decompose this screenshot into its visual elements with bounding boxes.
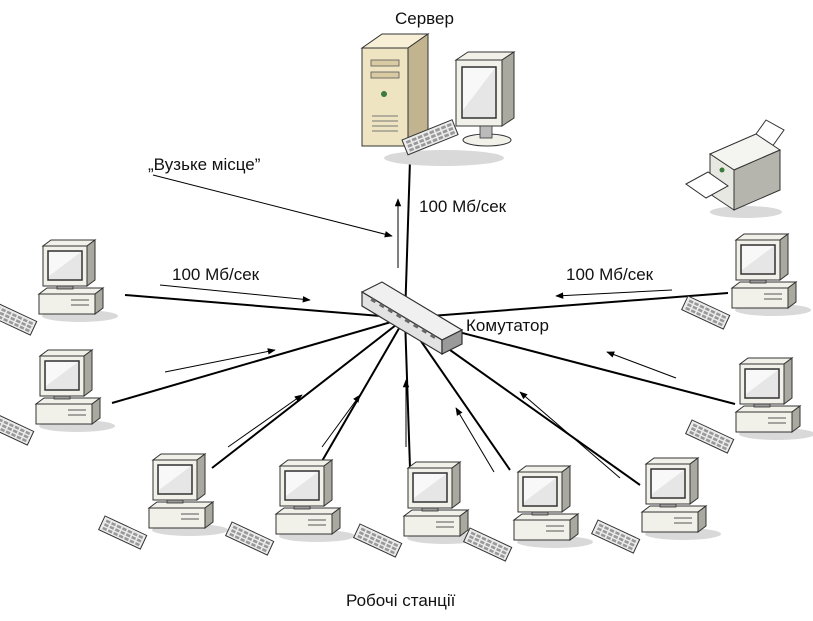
- workstations-label: Робочі станції: [346, 591, 456, 610]
- workstation-link: [404, 317, 411, 469]
- workstation-link: [111, 317, 406, 404]
- traffic-arrow: [455, 407, 495, 473]
- workstation-link: [211, 317, 406, 469]
- server: [360, 33, 516, 166]
- traffic-arrow: [227, 394, 303, 448]
- traffic-arrow: [519, 391, 621, 479]
- traffic-arrows: [152, 174, 677, 479]
- right-link-speed-label: 100 Мб/сек: [566, 265, 654, 284]
- network-switch: [360, 281, 464, 356]
- printer: [685, 119, 785, 218]
- bottleneck-arrow: [152, 174, 393, 238]
- server-link: [404, 159, 411, 319]
- workstation-link: [404, 292, 729, 319]
- server-link-speed-label: 100 Мб/сек: [419, 197, 507, 216]
- workstation-9: [680, 233, 811, 330]
- server-label: Сервер: [395, 9, 454, 28]
- workstation-link: [124, 294, 406, 319]
- connection-lines: [111, 159, 736, 486]
- left-link-speed-label: 100 Мб/сек: [172, 265, 260, 284]
- traffic-arrow: [164, 348, 276, 373]
- workstation-2: [0, 349, 115, 446]
- workstation-5: [352, 461, 483, 558]
- workstation-6: [462, 465, 593, 562]
- workstation-3: [97, 453, 228, 550]
- workstation-link: [404, 317, 511, 471]
- workstation-link: [317, 317, 406, 469]
- workstation-1: [0, 239, 118, 336]
- workstation-4: [224, 459, 355, 556]
- switch-label: Комутатор: [466, 316, 549, 335]
- devices: [0, 33, 813, 562]
- workstation-8: [684, 357, 813, 454]
- traffic-arrow: [321, 394, 361, 448]
- traffic-arrow: [159, 284, 311, 303]
- workstation-7: [590, 457, 721, 554]
- traffic-arrow: [606, 351, 677, 379]
- traffic-arrow: [555, 289, 673, 299]
- bottleneck-label: „Вузьке місце”: [148, 155, 261, 174]
